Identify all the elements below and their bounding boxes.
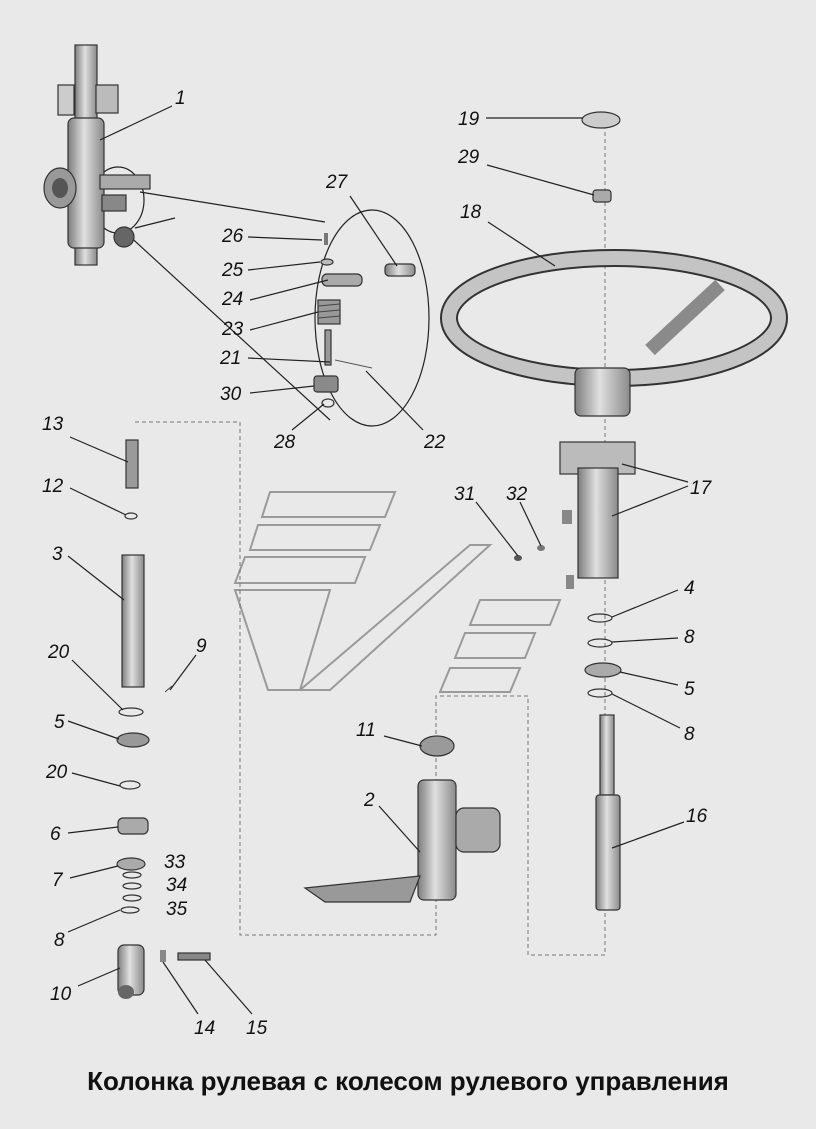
callout-4: 4 (684, 578, 695, 599)
part-25-washer (320, 258, 334, 266)
callout-8-a: 8 (684, 627, 695, 648)
part-31-pin (514, 555, 522, 561)
part-14-washer (160, 950, 166, 962)
part-21-screw (324, 329, 332, 366)
callout-35: 35 (166, 899, 188, 920)
part-8-ring-b (587, 688, 613, 698)
part-15-bolt (177, 952, 211, 961)
callout-1: 1 (175, 88, 186, 109)
part-30-gear (313, 375, 339, 393)
callout-18: 18 (460, 202, 482, 223)
part-20-ring-b (119, 780, 141, 790)
callout-30: 30 (220, 384, 242, 405)
part-17-column-tube (559, 441, 636, 589)
part-26-pin (324, 233, 328, 245)
part-34-ring (122, 882, 142, 890)
callout-12: 12 (42, 476, 64, 497)
part-27-rod (384, 263, 416, 277)
part-5-bearing-b (584, 662, 622, 678)
part-19-cap (581, 111, 621, 129)
part-29-nut (592, 189, 612, 203)
callout-10: 10 (50, 984, 72, 1005)
leader-lines (67, 105, 689, 1015)
part-4-ring (587, 613, 613, 623)
callout-33: 33 (164, 852, 186, 873)
callout-34: 34 (166, 875, 187, 896)
part-20-ring-a (118, 707, 144, 717)
part-18-steering-wheel (440, 249, 788, 417)
diagram-title: Колонка рулевая с колесом рулевого управ… (87, 1066, 729, 1096)
part-5-bearing-a (116, 732, 150, 748)
callout-23: 23 (221, 319, 244, 340)
part-24-lever (321, 273, 363, 287)
part-11-bushing (419, 735, 455, 757)
callout-22: 22 (423, 432, 446, 453)
callout-31: 31 (454, 484, 475, 505)
part-6-bushing (117, 817, 149, 835)
part-12-ring (124, 512, 138, 520)
callout-17: 17 (690, 478, 713, 499)
part-8-ring-c (120, 906, 140, 914)
callout-20-b: 20 (45, 762, 68, 783)
callout-5-a: 5 (54, 712, 65, 733)
callout-5-b: 5 (684, 679, 695, 700)
callout-8-b: 8 (684, 724, 695, 745)
callout-20-a: 20 (47, 642, 70, 663)
part-3-shaft (121, 554, 145, 688)
callout-24: 24 (221, 289, 243, 310)
part-10-yoke (117, 944, 145, 999)
part-32-pin (537, 545, 545, 551)
detail-parts (313, 233, 416, 408)
part-8-ring-a (587, 638, 613, 648)
callout-19: 19 (458, 109, 480, 130)
callout-25: 25 (221, 260, 244, 281)
callout-3: 3 (52, 544, 63, 565)
callout-16: 16 (686, 806, 708, 827)
callout-6: 6 (50, 824, 61, 845)
callout-labels: 1 27 26 25 24 23 21 30 28 22 19 29 18 17… (42, 88, 713, 1039)
part-2-bracket (303, 779, 501, 903)
callout-11: 11 (356, 720, 376, 741)
assembly-lines (135, 125, 606, 956)
part-33-ring (122, 871, 142, 879)
maz-logo-watermark (233, 491, 562, 693)
callout-9: 9 (196, 636, 207, 657)
callout-14: 14 (194, 1018, 215, 1039)
part-13-spline (125, 439, 139, 489)
part-35-ring (122, 894, 142, 902)
callout-27: 27 (325, 172, 349, 193)
part-1-column-assembly (43, 44, 176, 266)
callout-7: 7 (52, 870, 64, 891)
callout-15: 15 (246, 1018, 268, 1039)
part-16-shaft (595, 714, 621, 911)
callout-8-c: 8 (54, 930, 65, 951)
callout-21: 21 (219, 348, 241, 369)
callout-32: 32 (506, 484, 528, 505)
callout-2: 2 (363, 790, 375, 811)
callout-26: 26 (221, 226, 244, 247)
callout-29: 29 (457, 147, 480, 168)
part-7-washer (116, 857, 146, 871)
callout-13: 13 (42, 414, 64, 435)
detail-ellipse (314, 209, 430, 427)
callout-28: 28 (273, 432, 296, 453)
part-28-ring (321, 398, 335, 408)
